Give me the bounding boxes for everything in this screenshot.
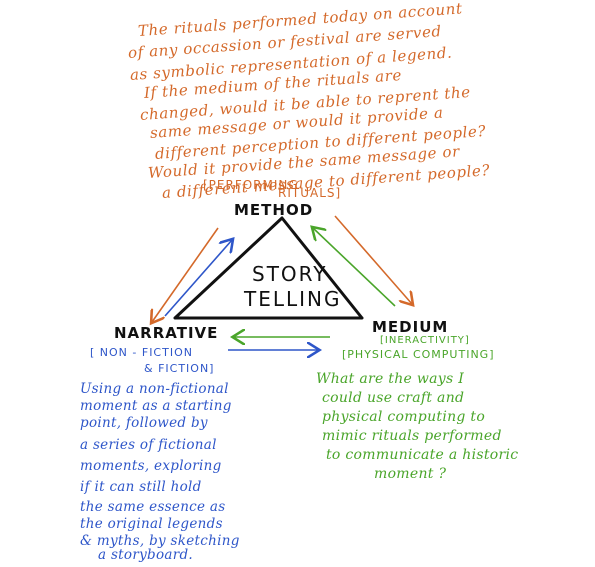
medium-label: MEDIUM: [372, 318, 449, 336]
arrow-method-to-medium: [334, 215, 412, 304]
storytelling-line1: STORY: [252, 262, 328, 286]
medium-bracket-line1: [INERACTIVITY]: [380, 335, 470, 346]
narrative-note-line: moments, exploring: [80, 458, 222, 474]
method-bracket-line1: [PERFORMING: [203, 178, 299, 192]
medium-bracket-line2: [PHYSICAL COMPUTING]: [342, 348, 495, 361]
arrow-medium-to-method: [313, 228, 396, 307]
medium-note-line: physical computing to: [322, 409, 486, 425]
arrow-narrative-to-method: [164, 240, 232, 317]
arrow-method-to-narrative: [152, 227, 219, 322]
method-label: METHOD: [234, 201, 314, 219]
storytelling-line2: TELLING: [244, 287, 342, 311]
narrative-bracket-line1: [ NON - FICTION: [90, 346, 193, 359]
medium-note-line: could use craft and: [322, 390, 465, 406]
narrative-note-line: a storyboard.: [98, 547, 194, 563]
narrative-note-line: moment as a starting: [80, 398, 232, 414]
narrative-note-line: the original legends: [80, 516, 223, 532]
medium-note-line: moment ?: [374, 466, 447, 482]
medium-note-line: What are the ways I: [316, 371, 465, 387]
medium-note-line: mimic rituals performed: [322, 428, 502, 444]
triangle-outline: [173, 216, 364, 320]
method-bracket-line2: RITUALS]: [278, 186, 342, 200]
narrative-note-line: the same essence as: [80, 499, 226, 515]
narrative-note-line: if it can still hold: [80, 479, 202, 495]
narrative-note-line: point, followed by: [80, 415, 208, 431]
narrative-note-line: Using a non-fictional: [80, 381, 229, 397]
narrative-note-line: a series of fictional: [80, 437, 217, 453]
narrative-note-line: & myths, by sketching: [80, 533, 240, 549]
medium-note-line: to communicate a historic: [326, 447, 519, 463]
narrative-label: NARRATIVE: [114, 324, 219, 342]
narrative-bracket-line2: & FICTION]: [144, 362, 215, 375]
